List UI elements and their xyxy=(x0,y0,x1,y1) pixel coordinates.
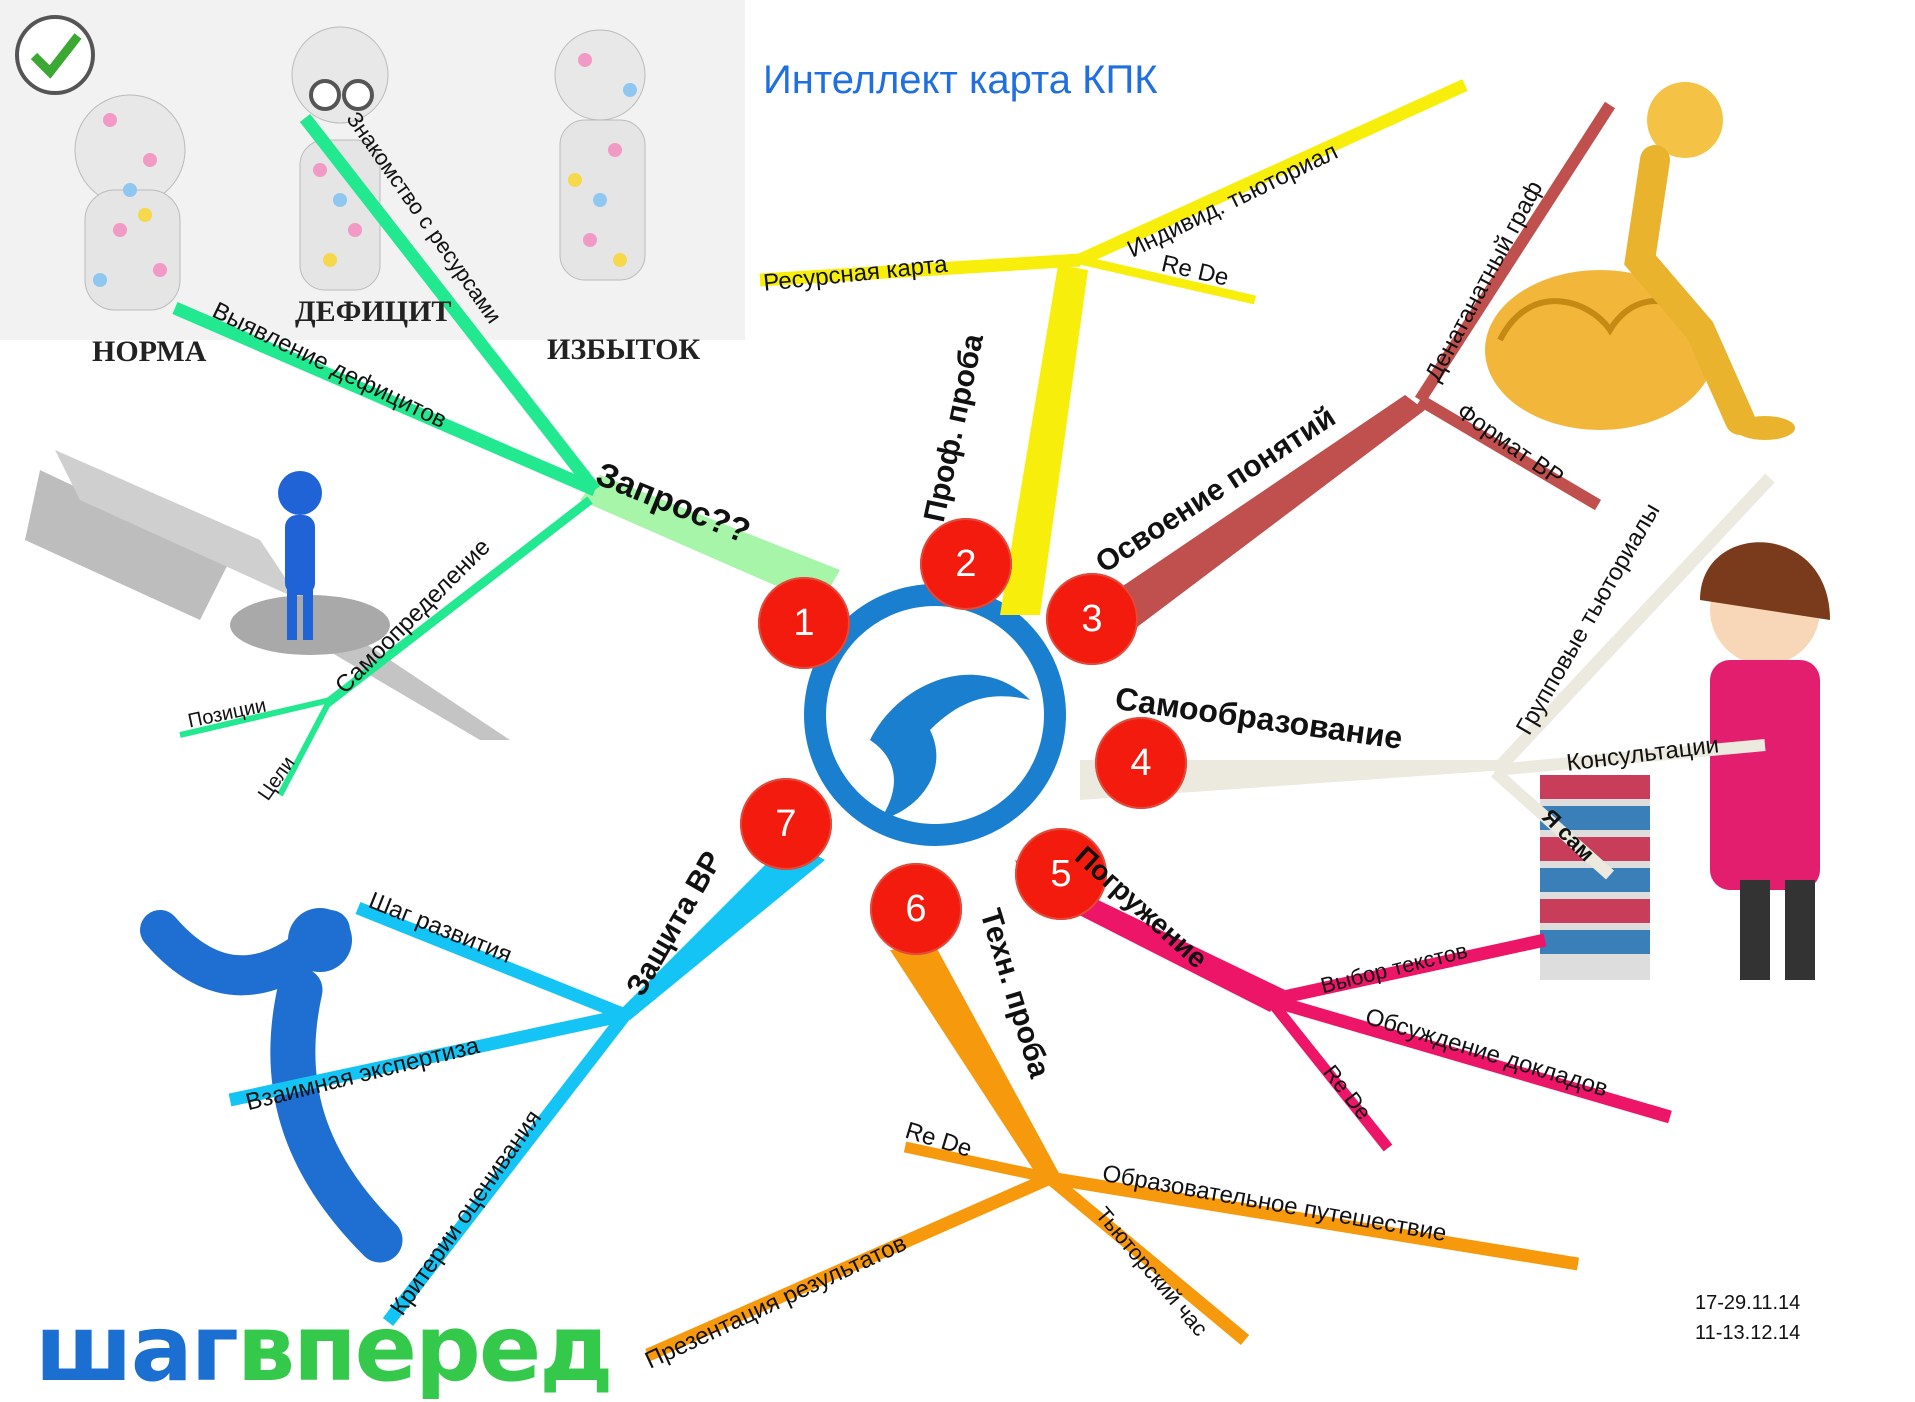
branch-5-sub-line xyxy=(1268,993,1672,1124)
date-line-1: 17-29.11.14 xyxy=(1695,1292,1801,1314)
branch-6-number: 6 xyxy=(870,863,962,955)
branch-6-trunk xyxy=(890,945,1060,1180)
branch-6-sub-line xyxy=(903,1141,1052,1184)
dates: 17-29.11.14 11-13.12.14 xyxy=(1695,1288,1800,1348)
branch-3-number: 3 xyxy=(1046,573,1138,665)
branch-5-sub-line xyxy=(1268,933,1547,1007)
branch-3-trunk xyxy=(1080,395,1425,640)
branch-2-trunk xyxy=(1000,265,1088,615)
center-logo xyxy=(804,584,1066,846)
branch-3-sub-line xyxy=(1414,101,1616,404)
excess-caption: ИЗБЫТОК xyxy=(547,333,701,366)
norma-caption: НОРМА xyxy=(92,335,207,368)
date-line-2: 11-13.12.14 xyxy=(1695,1322,1801,1344)
branch-6-sub-line xyxy=(1048,1171,1580,1271)
branch-2-number: 2 xyxy=(920,518,1012,610)
branch-7-sub-line xyxy=(228,1008,627,1107)
branch-4-sub-line xyxy=(1494,739,1766,776)
logo-part2: вперед xyxy=(236,1295,614,1402)
step-forward-figure-illustration xyxy=(140,908,403,1263)
branch-7-sub-line xyxy=(355,901,628,1022)
branch-7-sub-line xyxy=(382,1011,631,1326)
branch-1-sub-line xyxy=(172,302,598,496)
page-title: Интеллект карта КПК xyxy=(763,58,1158,102)
branch-5-sub-line xyxy=(1265,996,1393,1152)
branch-1-sub-line xyxy=(179,697,331,738)
thinker-figure-illustration xyxy=(1485,82,1795,440)
branch-4-sub-line xyxy=(1490,767,1615,880)
branch-1-trunk xyxy=(580,475,840,605)
branch-3-sub-line xyxy=(1416,394,1602,511)
branch-5-number: 5 xyxy=(1015,828,1107,920)
crossroads-figure-illustration xyxy=(25,450,510,740)
branch-6-sub-line xyxy=(1045,1173,1250,1345)
branch-7-trunk xyxy=(620,840,825,1020)
branch-2-sub-line xyxy=(759,253,1081,287)
branch-1-sub-line xyxy=(322,496,593,709)
branch-4-number: 4 xyxy=(1095,717,1187,809)
branch-4-sub-line xyxy=(1490,473,1775,777)
step-forward-logo: шагвперед xyxy=(35,1295,614,1402)
branch-6-sub-line xyxy=(645,1172,1053,1361)
branch-1-number: 1 xyxy=(758,577,850,669)
branch-1-sub-line xyxy=(299,114,601,494)
branch-7-number: 7 xyxy=(740,778,832,870)
norma-figure-illustration xyxy=(0,0,745,340)
branches-layer xyxy=(172,79,1775,1361)
logo-part1: шаг xyxy=(35,1295,239,1402)
branch-2-sub-line xyxy=(1077,79,1468,266)
deficit-caption: ДЕФИЦИТ xyxy=(295,295,452,328)
branch-2-sub-line xyxy=(1078,255,1257,305)
branch-1-sub-line xyxy=(277,698,333,797)
